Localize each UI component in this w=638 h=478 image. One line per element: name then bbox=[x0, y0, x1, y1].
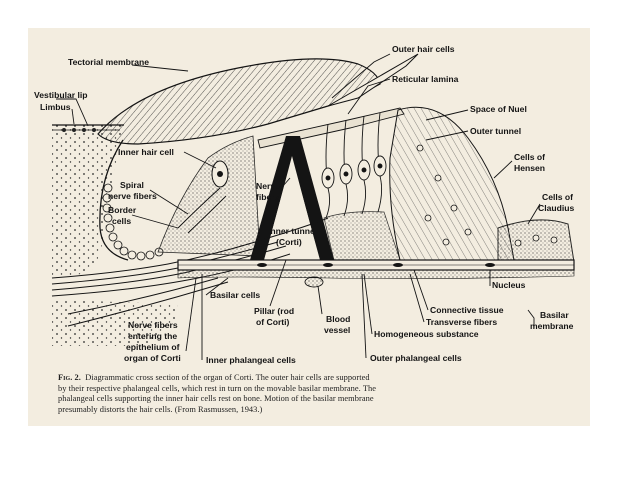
caption-line-2: by their respective phalangeal cells, wh… bbox=[58, 383, 376, 393]
diagram-labels: Tectorial membrane Outer hair cells Reti… bbox=[34, 44, 575, 365]
label-space-of-nuel: Space of Nuel bbox=[470, 104, 527, 114]
label-nucleus: Nucleus bbox=[492, 280, 526, 290]
organ-of-corti-diagram: Tectorial membrane Outer hair cells Reti… bbox=[34, 44, 575, 365]
label-blood-vessel-1: Blood bbox=[326, 314, 350, 324]
tectorial-tail bbox=[327, 53, 419, 107]
leader-lines bbox=[56, 53, 541, 360]
label-blood-vessel-2: vessel bbox=[324, 325, 350, 335]
border-cells-chain bbox=[102, 183, 164, 261]
inner-tunnel-space bbox=[266, 156, 318, 254]
tympanic-layer bbox=[177, 269, 575, 279]
limbus-region bbox=[52, 125, 123, 278]
label-border-cells-2: cells bbox=[112, 216, 131, 226]
outer-hair-cells bbox=[321, 112, 387, 219]
label-inner-tunnel-2: (Corti) bbox=[276, 237, 302, 247]
label-basilar-membrane-2: membrane bbox=[530, 321, 574, 331]
label-homogeneous-substance: Homogeneous substance bbox=[374, 329, 479, 339]
caption-line-3: phalangeal cells supporting the inner ha… bbox=[58, 394, 374, 404]
label-nerve-fibers-entering-1: Nerve fibers bbox=[128, 320, 178, 330]
pillar-inner bbox=[250, 136, 298, 260]
hensen-nuclei bbox=[416, 144, 472, 246]
caption-line-4: presumably distorts the hair cells. (Fro… bbox=[58, 404, 263, 414]
label-vestibular-lip: Vestibular lip bbox=[34, 90, 88, 100]
label-reticular-lamina: Reticular lamina bbox=[392, 74, 459, 84]
label-nerve-fibers-entering-4: organ of Corti bbox=[124, 353, 181, 363]
label-transverse-fibers: Transverse fibers bbox=[426, 317, 497, 327]
label-spiral-nerve-fibers-2: nerve fibers bbox=[108, 191, 157, 201]
label-limbus: Limbus bbox=[40, 102, 71, 112]
figure-page: Tectorial membrane Outer hair cells Reti… bbox=[28, 28, 590, 426]
label-cells-of-hensen-2: Hensen bbox=[514, 163, 545, 173]
label-spiral-nerve-fibers-1: Spiral bbox=[120, 180, 144, 190]
blood-vessel-shape bbox=[304, 276, 324, 288]
label-cells-of-claudius-1: Cells of bbox=[542, 192, 573, 202]
inner-cell-region bbox=[157, 135, 261, 257]
label-inner-phalangeal-cells: Inner phalangeal cells bbox=[206, 355, 296, 365]
label-pillar-2: of Corti) bbox=[256, 317, 290, 327]
label-basilar-cells: Basilar cells bbox=[210, 290, 260, 300]
label-inner-hair-cell: Inner hair cell bbox=[118, 147, 174, 157]
lower-bone-region bbox=[52, 300, 178, 346]
label-nerve-fibers-inner-2: fibers bbox=[256, 192, 280, 202]
inner-sulcus bbox=[99, 139, 129, 261]
outer-phalangeal-region bbox=[323, 211, 401, 261]
label-outer-phalangeal-cells: Outer phalangeal cells bbox=[370, 353, 462, 363]
label-outer-hair-cells: Outer hair cells bbox=[392, 44, 455, 54]
label-outer-tunnel: Outer tunnel bbox=[470, 126, 521, 136]
limbus-cells bbox=[62, 128, 96, 132]
label-pillar-1: Pillar (rod bbox=[254, 306, 294, 316]
label-nerve-fibers-entering-3: epithelium of bbox=[126, 342, 180, 352]
pillar-outer bbox=[286, 136, 334, 260]
label-inner-tunnel-1: Inner tunnel bbox=[268, 226, 317, 236]
label-tectorial-membrane: Tectorial membrane bbox=[68, 57, 149, 67]
label-nerve-fibers-inner-1: Nerve bbox=[256, 181, 280, 191]
caption-text-1: Diagrammatic cross section of the organ … bbox=[85, 373, 370, 382]
label-cells-of-claudius-2: Claudius bbox=[538, 203, 575, 213]
label-border-cells-1: Border bbox=[108, 205, 137, 215]
figure-caption: Fig. 2. Diagrammatic cross section of th… bbox=[58, 373, 568, 415]
caption-line-1: Fig. 2. Diagrammatic cross section of th… bbox=[58, 373, 568, 384]
label-nerve-fibers-entering-2: entering the bbox=[128, 331, 177, 341]
label-basilar-membrane-1: Basilar bbox=[540, 310, 569, 320]
figure-number: Fig. 2. bbox=[58, 373, 81, 382]
label-cells-of-hensen-1: Cells of bbox=[514, 152, 545, 162]
basilar-nuclei bbox=[257, 263, 495, 267]
label-connective-tissue: Connective tissue bbox=[430, 305, 504, 315]
